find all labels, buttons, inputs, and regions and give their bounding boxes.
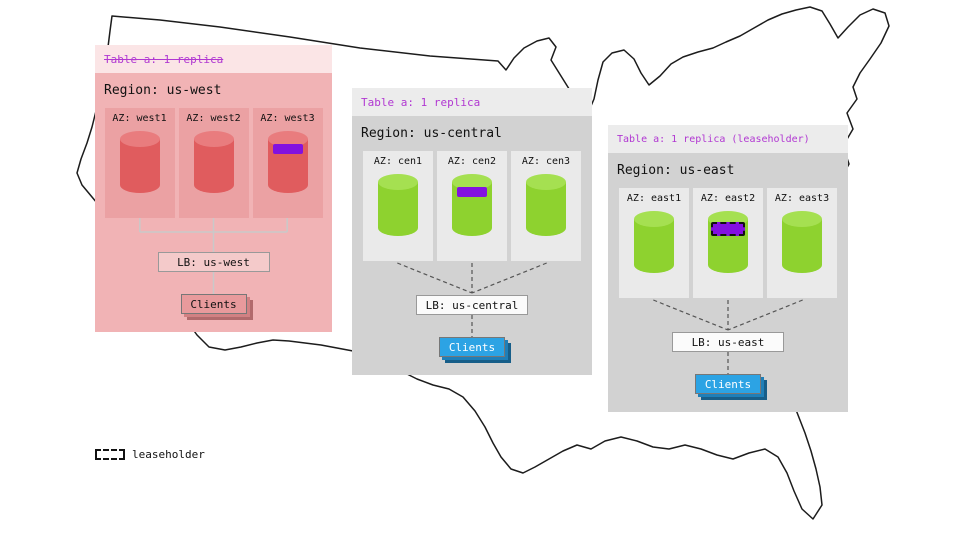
az-label: AZ: east3 [774, 193, 830, 204]
database-cylinder-icon [526, 174, 566, 236]
az-label: AZ: cen2 [447, 156, 497, 167]
database-cylinder-icon [119, 131, 160, 193]
lb-to-clients-connector [471, 315, 473, 337]
az-box-cen1: AZ: cen1 [363, 151, 433, 261]
table-banner-us-east: Table a: 1 replica (leaseholder) [608, 125, 848, 153]
az-label: AZ: west3 [260, 113, 315, 124]
az-to-lb-connector [139, 218, 288, 252]
table-label: Table a: 1 replica [361, 95, 481, 109]
leaseholder-marker [711, 222, 745, 236]
legend-label: leaseholder [132, 448, 205, 461]
table-banner-us-west: Table a: 1 replica [95, 45, 332, 73]
region-title: Region: us-central [361, 126, 502, 141]
region-title: Region: us-east [617, 163, 735, 178]
az-box-east1: AZ: east1 [619, 188, 689, 298]
region-card-us-central: Table a: 1 replica Region: us-central AZ… [352, 88, 592, 375]
az-label: AZ: east1 [626, 193, 682, 204]
database-cylinder-icon [634, 211, 674, 273]
legend: leaseholder [95, 448, 205, 461]
clients-box: Clients [439, 337, 505, 357]
az-box-cen3: AZ: cen3 [511, 151, 581, 261]
region-body-us-central: Region: us-central AZ: cen1 AZ: cen2 AZ:… [352, 116, 592, 375]
clients-box: Clients [180, 294, 247, 314]
card-bottom-spacer [104, 314, 323, 332]
load-balancer: LB: us-west [157, 252, 270, 272]
az-row: AZ: cen1 AZ: cen2 AZ: cen3 [361, 151, 583, 261]
table-label: Table a: 1 replica (leaseholder) [617, 133, 810, 145]
az-box-west3: AZ: west3 [252, 108, 323, 218]
table-banner-us-central: Table a: 1 replica [352, 88, 592, 116]
replica-marker [272, 144, 303, 154]
replica-marker [457, 187, 487, 197]
database-cylinder-icon [708, 211, 748, 273]
database-cylinder-icon [782, 211, 822, 273]
az-box-west1: AZ: west1 [104, 108, 175, 218]
region-body-us-east: Region: us-east AZ: east1 AZ: east2 AZ: … [608, 153, 848, 412]
card-bottom-spacer [361, 357, 583, 375]
region-card-us-east: Table a: 1 replica (leaseholder) Region:… [608, 125, 848, 412]
leaseholder-legend-swatch-icon [95, 449, 125, 460]
lb-to-clients-connector [212, 272, 215, 294]
az-to-lb-connector [397, 262, 547, 294]
load-balancer: LB: us-central [416, 295, 528, 315]
az-to-lb-connector [653, 299, 803, 331]
region-card-us-west: Table a: 1 replica Region: us-west AZ: w… [95, 45, 332, 332]
az-label: AZ: east2 [700, 193, 756, 204]
database-cylinder-icon [378, 174, 418, 236]
az-box-west2: AZ: west2 [178, 108, 249, 218]
az-label: AZ: west2 [186, 113, 241, 124]
lb-to-clients-connector [727, 352, 729, 374]
az-label: AZ: west1 [112, 113, 167, 124]
database-cylinder-icon [193, 131, 234, 193]
az-label: AZ: cen3 [521, 156, 571, 167]
az-box-cen2: AZ: cen2 [437, 151, 507, 261]
az-row: AZ: east1 AZ: east2 AZ: east3 [617, 188, 839, 298]
clients-box: Clients [695, 374, 761, 394]
region-body-us-west: Region: us-west AZ: west1 AZ: west2 AZ: … [95, 73, 332, 332]
az-box-east2: AZ: east2 [693, 188, 763, 298]
az-box-east3: AZ: east3 [767, 188, 837, 298]
card-bottom-spacer [617, 394, 839, 412]
load-balancer: LB: us-east [672, 332, 784, 352]
az-row: AZ: west1 AZ: west2 AZ: west3 [104, 108, 323, 218]
table-label: Table a: 1 replica [104, 52, 224, 66]
region-title: Region: us-west [104, 83, 222, 98]
database-cylinder-icon [267, 131, 308, 193]
az-label: AZ: cen1 [373, 156, 423, 167]
database-cylinder-icon [452, 174, 492, 236]
